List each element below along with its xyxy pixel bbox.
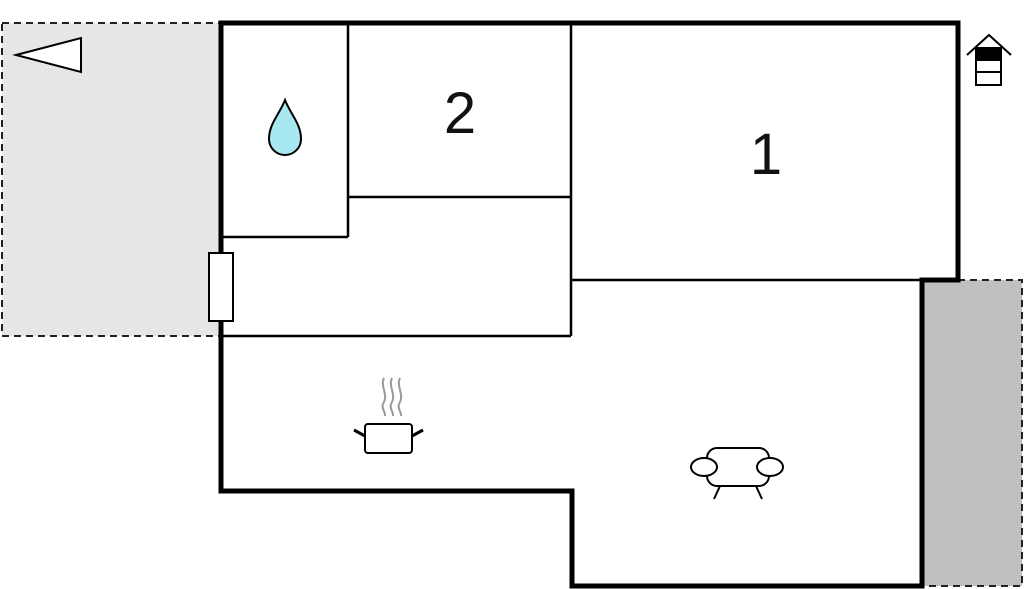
house-floor-icon — [966, 33, 1012, 86]
water-drop-icon — [267, 97, 303, 156]
north-arrow-icon — [12, 36, 82, 74]
room-label-1: 1 — [750, 122, 782, 187]
terrace-right — [921, 279, 1023, 587]
sofa-icon — [690, 447, 784, 500]
cooking-pot-icon — [353, 377, 424, 454]
terrace-left — [1, 22, 222, 337]
room-label-2: 2 — [444, 81, 476, 146]
entrance-door — [208, 252, 234, 322]
interior-walls — [221, 23, 922, 338]
outer-wall — [218, 20, 961, 589]
